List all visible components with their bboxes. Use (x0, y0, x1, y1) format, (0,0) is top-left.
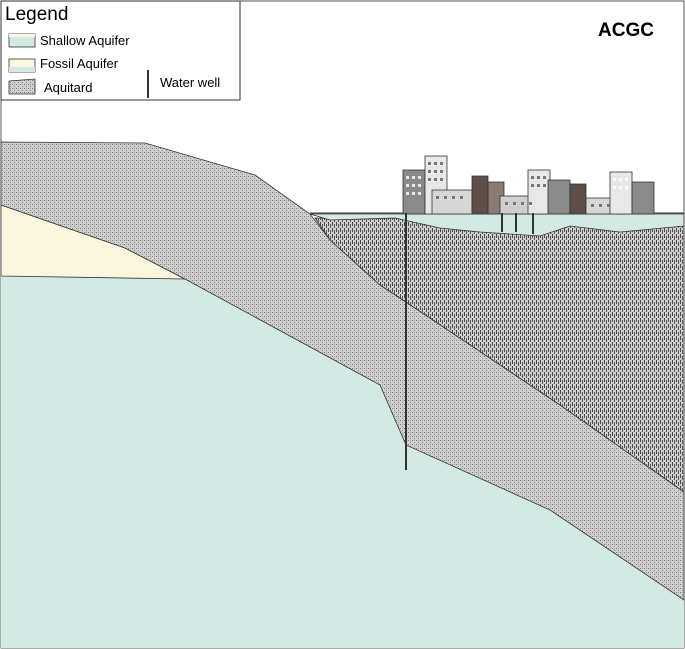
legend-label-fossil: Fossil Aquifer (40, 56, 119, 71)
aquitard-vertical-region (314, 217, 685, 493)
legend-box (0, 0, 241, 101)
building (471, 175, 489, 215)
building (547, 179, 571, 215)
building (431, 189, 473, 215)
legend-title: Legend (5, 4, 68, 25)
shallow-aquifer-surface (309, 213, 685, 237)
city-skyline (402, 155, 655, 215)
legend-label-well: Water well (160, 75, 220, 90)
building (569, 183, 587, 215)
building (631, 181, 655, 215)
legend: Legend Shallow Aquifer Fossil Aquifer Aq… (0, 0, 241, 101)
corner-label: ACGC (598, 20, 654, 41)
legend-label-shallow: Shallow Aquifer (40, 33, 130, 48)
legend-swatch-aquitard (8, 78, 36, 95)
shallow-aquifer-deep (1, 276, 684, 648)
legend-swatch-fossil-bottom (9, 67, 35, 72)
legend-swatch-shallow-top (9, 34, 35, 37)
legend-label-aquitard: Aquitard (44, 80, 92, 95)
